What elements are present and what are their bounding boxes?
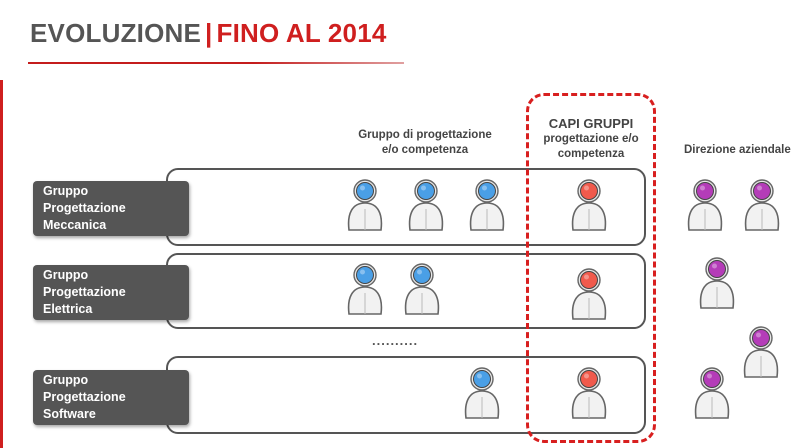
member-person-icon — [466, 176, 508, 232]
capi-column-header: CAPI GRUPPI progettazione e/o competenza — [529, 115, 653, 162]
direzione-column-header: Direzione aziendale — [684, 144, 791, 156]
row-container-software — [166, 356, 646, 434]
row-label-meccanica-line-3: Meccanica — [43, 218, 107, 232]
director-person-icon — [696, 254, 738, 310]
row-label-elettrica-line-2: Progettazione — [43, 285, 126, 299]
group-header-line-2: e/o competenza — [381, 144, 469, 156]
group-column-header: Gruppo di progettazione e/o competenza — [350, 128, 500, 158]
member-person-icon — [344, 260, 386, 316]
row-label-elettrica: Gruppo Progettazione Elettrica — [33, 265, 189, 320]
page-title: EVOLUZIONE|FINO AL 2014 — [30, 18, 387, 49]
more-groups-ellipsis: .......... — [372, 333, 419, 348]
row-container-meccanica — [166, 168, 646, 246]
row-label-elettrica-line-3: Elettrica — [43, 302, 93, 316]
row-label-meccanica: Gruppo Progettazione Meccanica — [33, 181, 189, 236]
member-person-icon — [401, 260, 443, 316]
title-part-2: FINO AL 2014 — [216, 18, 387, 48]
title-part-1: EVOLUZIONE — [30, 18, 202, 48]
director-person-icon — [691, 364, 733, 420]
leader-person-icon — [568, 176, 610, 232]
capi-gruppi-highlight-box — [526, 93, 656, 443]
group-header-line-1: Gruppo di progettazione — [358, 129, 492, 141]
director-person-icon — [684, 176, 726, 232]
member-person-icon — [405, 176, 447, 232]
title-underline — [28, 62, 404, 64]
leader-person-icon — [568, 265, 610, 321]
row-label-software-line-3: Software — [43, 407, 96, 421]
row-label-elettrica-line-1: Gruppo — [43, 268, 89, 282]
row-label-software: Gruppo Progettazione Software — [33, 370, 189, 425]
capi-header-line-3: competenza — [557, 148, 625, 160]
member-person-icon — [344, 176, 386, 232]
director-person-icon — [741, 176, 783, 232]
leader-person-icon — [568, 364, 610, 420]
row-label-software-line-2: Progettazione — [43, 390, 126, 404]
capi-header-line-2: progettazione e/o — [543, 133, 639, 145]
row-label-meccanica-line-2: Progettazione — [43, 201, 126, 215]
director-person-icon — [740, 323, 782, 379]
row-label-software-line-1: Gruppo — [43, 373, 89, 387]
left-accent-bar — [0, 80, 3, 448]
row-label-meccanica-line-1: Gruppo — [43, 184, 89, 198]
title-separator: | — [205, 18, 213, 48]
capi-header-title: CAPI GRUPPI — [548, 116, 634, 131]
member-person-icon — [461, 364, 503, 420]
